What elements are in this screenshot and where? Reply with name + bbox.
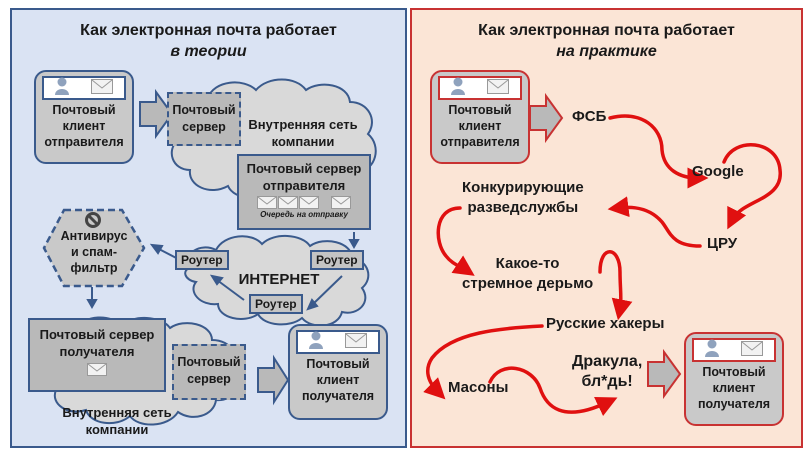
arrow-head: [86, 299, 98, 310]
arrow-router-bottom-to-left: [216, 279, 245, 301]
node-shady-stuff: Какое-то стремное дерьмо: [462, 255, 594, 292]
envelope-icon: [741, 340, 763, 360]
block-arrow-to-server: [139, 88, 174, 140]
node-dracula: Дракула, бл*дь!: [572, 353, 643, 390]
envelope-icon: [331, 196, 351, 209]
practice-graphics: [423, 92, 782, 417]
antivirus-hexagon: [42, 208, 146, 288]
recipient-client: Почтовый клиент получателя: [288, 324, 388, 420]
envelope-icon: [278, 196, 298, 209]
arrow-shady-to-hackers: [598, 250, 633, 321]
block-arrow-to-recipient: [647, 348, 682, 400]
mail-server-top: Почтовый сервер: [167, 92, 241, 146]
block-arrow-to-fsb: [529, 92, 564, 144]
block-arrow-to-recipient: [257, 354, 290, 406]
node-competing-intelligence: Конкурирующие разведслужбы: [462, 179, 584, 216]
envelope-icon: [299, 196, 319, 209]
theory-panel: Как электронная почта работает в теории: [10, 8, 407, 448]
router-right: Роутер: [310, 250, 364, 270]
queue-label: Очередь на отправку: [260, 210, 348, 219]
envelope-icon: [487, 78, 509, 98]
client-icon-bar: [438, 76, 522, 100]
user-icon: [55, 77, 69, 99]
envelope-icon: [91, 78, 113, 98]
node-masons: Масоны: [448, 379, 509, 396]
envelope-icon: [257, 196, 277, 209]
prohibited-icon: [85, 212, 101, 228]
arrow-competing-to-shady: [436, 206, 475, 276]
router-left: Роутер: [175, 250, 229, 270]
arrow-head: [149, 243, 164, 255]
company-network-label-top: Внутренняя сеть компании: [248, 117, 358, 149]
node-cia: ЦРУ: [707, 235, 738, 252]
sender-client: Почтовый клиент отправителя: [430, 70, 530, 164]
sender-client: Почтовый клиент отправителя: [34, 70, 134, 164]
arrow-google-to-cia: [722, 143, 782, 230]
mail-server-bottom: Почтовый сервер: [172, 344, 246, 400]
client-icon-bar: [42, 76, 126, 100]
arrow-head: [306, 298, 319, 311]
envelope-icon: [345, 332, 367, 352]
theory-subtitle: в теории: [170, 43, 247, 60]
node-russian-hackers: Русские хакеры: [546, 315, 665, 332]
user-icon: [309, 331, 323, 353]
theory-title: Как электронная почта работает в теории: [12, 20, 405, 62]
sender-mail-server: Почтовый сервер отправителя Очередь на о…: [237, 154, 371, 230]
node-fsb: ФСБ: [572, 108, 607, 125]
user-icon: [451, 77, 465, 99]
antivirus-label: Антивирус и спам- фильтр: [60, 229, 128, 275]
arrow-cia-to-competing: [607, 196, 702, 248]
arrow-fsb-to-google: [608, 114, 709, 189]
recipient-mail-server: Почтовый сервер получателя: [28, 318, 166, 392]
practice-subtitle: на практике: [556, 43, 657, 60]
recipient-client: Почтовый клиент получателя: [684, 332, 784, 426]
internet-label: ИНТЕРНЕТ: [238, 271, 320, 288]
arrow-masons-to-dracula: [488, 366, 618, 417]
router-bottom: Роутер: [249, 294, 303, 314]
practice-panel: Как электронная почта работает на практи…: [410, 8, 803, 448]
arrow-router-right-to-bottom: [311, 275, 343, 306]
envelope-icon: [87, 363, 107, 376]
mail-queue: [239, 196, 369, 209]
arrow-hackers-to-masons: [423, 324, 544, 400]
arrow-head: [209, 274, 224, 286]
client-icon-bar: [692, 338, 776, 362]
arrow-head: [348, 239, 360, 250]
client-icon-bar: [296, 330, 380, 354]
user-icon: [705, 339, 719, 361]
practice-title: Как электронная почта работает на практи…: [412, 20, 801, 62]
node-google: Google: [692, 163, 744, 180]
company-network-label-bottom: Внутренняя сеть компании: [62, 405, 172, 437]
